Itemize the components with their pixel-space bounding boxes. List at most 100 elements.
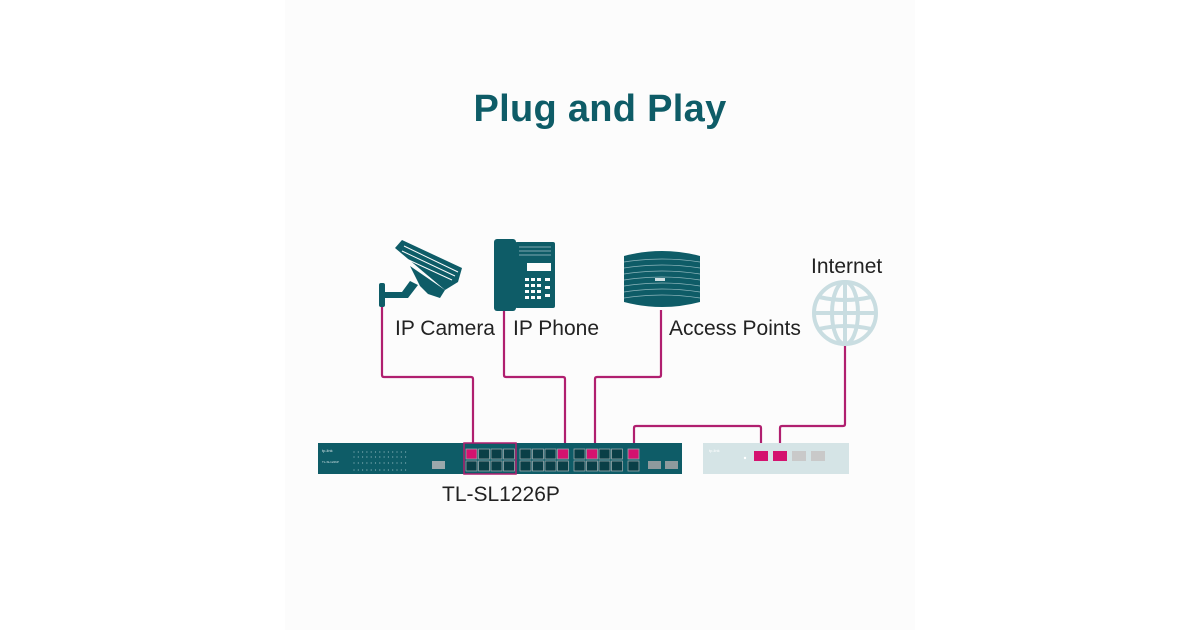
device-label-access-points: Access Points [669, 317, 801, 340]
cable-phone [502, 300, 567, 452]
cable-camera [380, 300, 475, 452]
status-led [362, 469, 364, 471]
desk-phone-icon [494, 239, 555, 311]
status-led [400, 456, 402, 458]
router-port-3 [792, 451, 806, 461]
status-led [374, 456, 377, 458]
status-led [357, 451, 359, 453]
ethernet-port [465, 460, 478, 472]
status-led [405, 451, 407, 453]
ethernet-port-connected [557, 448, 569, 460]
status-led [400, 451, 402, 453]
ethernet-port [573, 448, 586, 460]
sfp-port-1 [648, 461, 661, 469]
background-panel [285, 0, 915, 630]
ethernet-port [611, 448, 623, 460]
router-port-4 [811, 451, 825, 461]
status-led [392, 456, 394, 458]
status-led [379, 469, 381, 471]
status-led [370, 451, 372, 453]
router-led [743, 456, 747, 460]
router-device: tp-link [703, 443, 849, 474]
status-led [353, 462, 355, 464]
status-led [366, 462, 368, 464]
ceiling-access-point-icon [623, 251, 701, 307]
status-led [396, 469, 398, 471]
switch-device: tp-link TL-SL1226P [318, 442, 682, 475]
switch-led-grid [353, 451, 407, 471]
status-led [357, 456, 359, 458]
ethernet-port [544, 448, 557, 460]
switch-model-label: TL-SL1226P [442, 483, 560, 506]
status-led [383, 462, 385, 464]
cable-ap [593, 310, 663, 452]
status-led [357, 462, 359, 464]
ethernet-port [519, 460, 532, 472]
device-label-internet: Internet [811, 255, 883, 278]
status-led [392, 462, 394, 464]
ethernet-port [598, 460, 611, 472]
ethernet-port [611, 460, 623, 472]
status-led [405, 456, 407, 458]
status-led [387, 456, 389, 458]
status-led [374, 462, 377, 464]
page-title: Plug and Play [473, 88, 727, 130]
status-led [357, 469, 359, 471]
switch-port-grid [465, 448, 640, 472]
switch-brand-logo: tp-link [322, 448, 333, 453]
status-led [400, 469, 402, 471]
status-led [353, 451, 355, 453]
status-led [370, 469, 372, 471]
device-label-ip-camera: IP Camera [395, 317, 495, 340]
status-led [374, 469, 377, 471]
status-led [387, 462, 389, 464]
status-led [374, 451, 377, 453]
status-led [353, 456, 355, 458]
poe-highlight [463, 442, 517, 475]
ethernet-port [544, 460, 557, 472]
status-led [362, 451, 364, 453]
router-brand-logo: tp-link [709, 448, 720, 453]
status-led [366, 451, 368, 453]
router-port-1 [754, 451, 768, 461]
ethernet-port [503, 460, 515, 472]
ethernet-port-connected [586, 448, 598, 460]
status-led [387, 469, 389, 471]
ethernet-port [598, 448, 611, 460]
status-led [396, 462, 398, 464]
security-camera-icon [379, 240, 462, 307]
ethernet-port [503, 448, 515, 460]
status-led [405, 469, 407, 471]
cable-internet [778, 345, 847, 452]
ethernet-port [627, 460, 640, 472]
ethernet-port-connected [627, 448, 640, 460]
router-port-2 [773, 451, 787, 461]
ethernet-port [573, 460, 586, 472]
switch-model-small: TL-SL1226P [322, 460, 339, 464]
status-led [383, 469, 385, 471]
ethernet-port-connected [465, 448, 478, 460]
globe-icon [812, 280, 878, 346]
ethernet-port [532, 460, 544, 472]
status-led [392, 451, 394, 453]
status-led [366, 456, 368, 458]
status-led [379, 451, 381, 453]
ethernet-port [586, 460, 598, 472]
status-led [370, 456, 372, 458]
status-led [396, 451, 398, 453]
ethernet-port [557, 460, 569, 472]
status-led [405, 462, 407, 464]
status-led [383, 451, 385, 453]
ethernet-port [478, 448, 490, 460]
status-led [362, 462, 364, 464]
device-label-ip-phone: IP Phone [513, 317, 600, 340]
status-led [396, 456, 398, 458]
status-led [370, 462, 372, 464]
status-led [379, 462, 381, 464]
ethernet-port [490, 448, 503, 460]
status-led [400, 462, 402, 464]
status-led [392, 469, 394, 471]
status-led [353, 469, 355, 471]
sfp-port-2 [665, 461, 678, 469]
